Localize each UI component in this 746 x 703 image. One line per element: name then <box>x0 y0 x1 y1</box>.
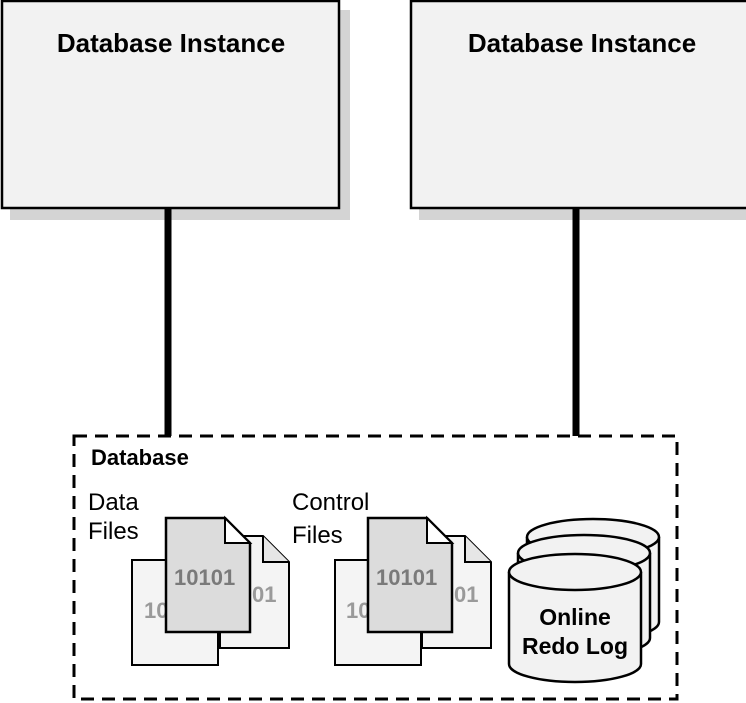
data-file-rear-text: 10 <box>144 598 168 623</box>
data-file-back-text: 01 <box>252 582 276 607</box>
data-files-label-line2: Files <box>88 518 139 545</box>
database-container: Database <box>72 434 679 701</box>
control-file-icon-front: 10101 <box>366 515 455 634</box>
control-files: Control Files 10 01 10101 <box>292 489 492 666</box>
control-files-label-line1: Control <box>292 489 369 516</box>
data-files: Data Files 10 01 10101 <box>88 489 290 666</box>
database-boundary <box>72 434 679 701</box>
database-label: Database <box>91 445 189 470</box>
online-redo-log: Online Redo Log <box>507 517 661 684</box>
data-file-front-text: 10101 <box>174 565 235 590</box>
redo-log-cylinder-front <box>507 552 643 684</box>
control-file-rear-text: 10 <box>346 598 370 623</box>
control-files-label-line2: Files <box>292 522 343 549</box>
control-file-front-text: 10101 <box>376 565 437 590</box>
data-files-label-line1: Data <box>88 489 139 516</box>
redo-log-label-line2: Redo Log <box>522 633 628 659</box>
instance-1-box <box>0 0 341 210</box>
data-file-icon-front: 10101 <box>164 515 253 634</box>
instance-2-title: Database Instance <box>468 28 696 58</box>
control-file-back-text: 01 <box>454 582 478 607</box>
instance-2-box <box>409 0 746 210</box>
redo-log-label-line1: Online <box>539 604 611 630</box>
database-instance-1: Database Instance <box>0 0 350 220</box>
database-instance-2: Database Instance <box>409 0 746 220</box>
instance-1-title: Database Instance <box>57 28 285 58</box>
